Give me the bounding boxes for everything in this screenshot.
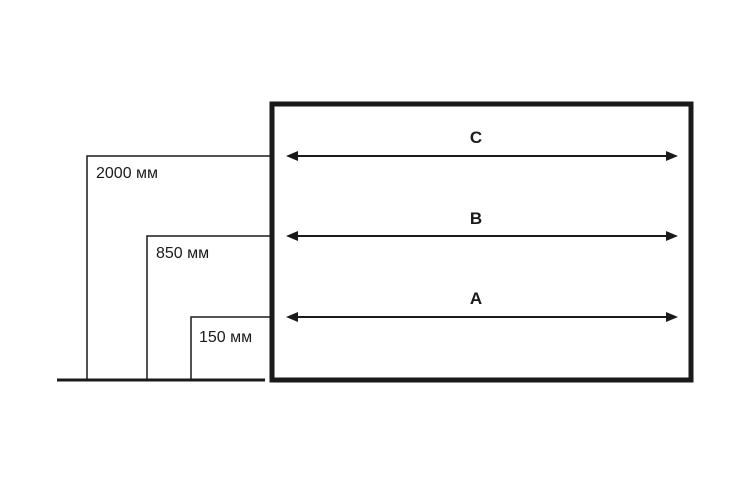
arrowhead-right xyxy=(666,151,678,161)
arrowhead-left xyxy=(286,151,298,161)
height-bracket-2000 xyxy=(86,155,272,380)
level-b-arrow xyxy=(286,231,678,241)
height-label-2000: 2000 мм xyxy=(96,165,158,182)
arrowhead-left xyxy=(286,312,298,322)
level-label-c: C xyxy=(470,128,482,147)
level-c-arrow xyxy=(286,151,678,161)
height-label-150: 150 мм xyxy=(199,329,252,346)
level-label-b: B xyxy=(470,209,482,228)
level-label-a: A xyxy=(470,289,482,308)
height-bracket-150 xyxy=(190,316,272,380)
arrowhead-left xyxy=(286,231,298,241)
level-a-arrow xyxy=(286,312,678,322)
height-bracket-850 xyxy=(146,235,272,380)
arrowhead-right xyxy=(666,231,678,241)
wall-frame xyxy=(269,101,694,383)
height-label-850: 850 мм xyxy=(156,245,209,262)
arrowhead-right xyxy=(666,312,678,322)
